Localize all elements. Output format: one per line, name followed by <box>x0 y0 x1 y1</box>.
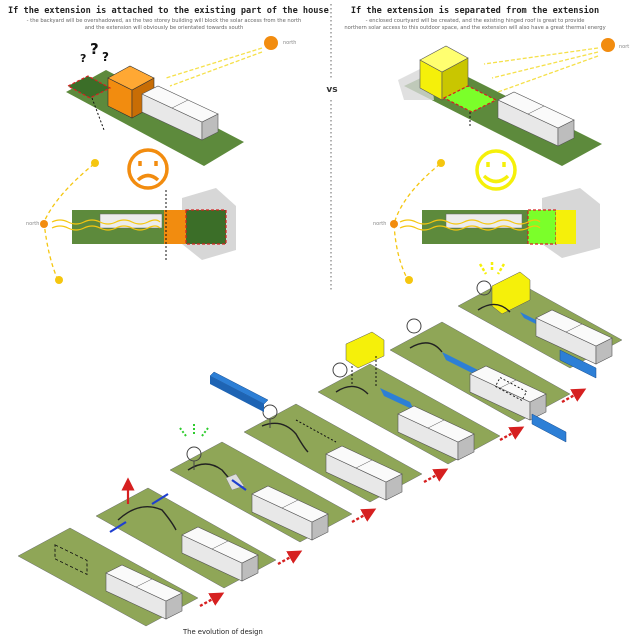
tree-icon-4 <box>406 318 422 334</box>
happy-face-icon <box>475 149 517 191</box>
right-title: If the extension is separated from the e… <box>350 6 600 16</box>
question-mark-2: ? <box>90 40 99 58</box>
sun-icon-left-top <box>91 159 99 167</box>
evolution-sequence <box>17 271 623 627</box>
red-dashed-arrow-icon <box>199 592 225 608</box>
tree-icon-2 <box>262 404 278 420</box>
sun-icon-right-bottom <box>405 276 413 284</box>
right-plan <box>390 159 600 284</box>
left-subtitle-1: - the backyard will be overshadowed, as … <box>26 18 302 24</box>
tree-icon-5 <box>476 280 492 296</box>
red-dashed-arrow-icon-2 <box>277 550 303 566</box>
vs-label: vs <box>326 85 338 95</box>
sun-icon-left-plan <box>40 220 48 228</box>
left-subtitle-2: and the extension will obviously be orie… <box>84 25 244 31</box>
caption: The evolution of design <box>183 628 263 636</box>
sun-icon <box>264 36 278 50</box>
north-label-left-plan: north <box>26 221 40 227</box>
sun-icon-left-bottom <box>55 276 63 284</box>
red-dashed-arrow-icon-4 <box>423 468 449 484</box>
blue-block <box>209 371 269 405</box>
question-mark-3: ? <box>102 50 109 64</box>
sun-icon-right-plan <box>390 220 398 228</box>
red-dashed-arrow-icon-5 <box>499 426 525 442</box>
left-title: If the extension is attached to the exis… <box>8 6 329 16</box>
left-plan <box>40 159 236 284</box>
sad-face-icon <box>127 148 169 190</box>
right-subtitle-1: - enclosed courtyard will be created, an… <box>365 18 585 24</box>
north-label-left-top: north <box>283 40 297 46</box>
tree-icon-3 <box>332 362 348 378</box>
north-label-right-top: nort <box>619 44 630 50</box>
sun-icon-right-top <box>437 159 445 167</box>
sun-icon-right <box>601 38 615 52</box>
red-dashed-arrow-icon-3 <box>351 508 377 524</box>
question-mark-1: ? <box>80 52 87 65</box>
north-label-right-plan: north <box>373 221 387 227</box>
right-top-site <box>398 38 615 166</box>
right-subtitle-2: northern solar access to this outdoor sp… <box>344 25 606 31</box>
red-dashed-arrow-icon-6 <box>561 388 587 404</box>
left-top-site <box>66 36 278 166</box>
